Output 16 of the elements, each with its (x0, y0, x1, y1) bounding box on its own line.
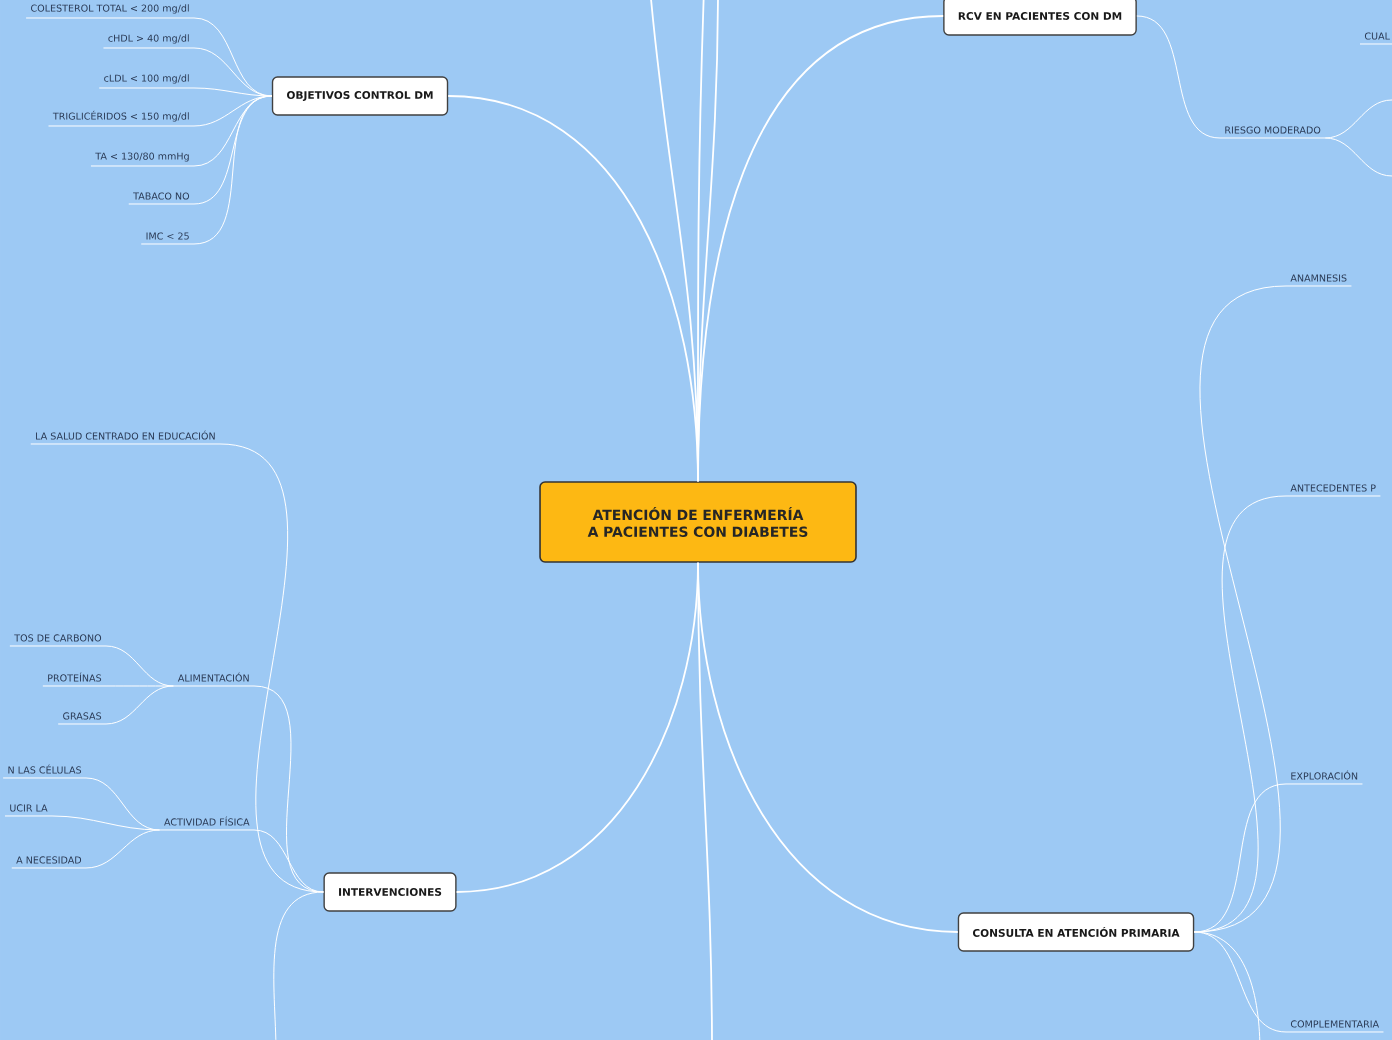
connector-line (1193, 931, 1261, 1040)
connector-line (193, 95, 273, 245)
connector-line (1324, 99, 1392, 139)
connector-line (697, 561, 713, 1040)
connector-line (105, 685, 174, 725)
connector-line (51, 815, 161, 831)
connector-line (1136, 15, 1221, 139)
connector-line (273, 891, 324, 1040)
connector-line (1193, 783, 1287, 933)
connector-line (85, 829, 161, 869)
connector-line (253, 829, 324, 893)
connector-line (1324, 137, 1392, 177)
connector-line (1193, 285, 1287, 933)
connector-line (105, 685, 174, 687)
connector-line (697, 0, 719, 483)
connector-line (193, 87, 273, 97)
